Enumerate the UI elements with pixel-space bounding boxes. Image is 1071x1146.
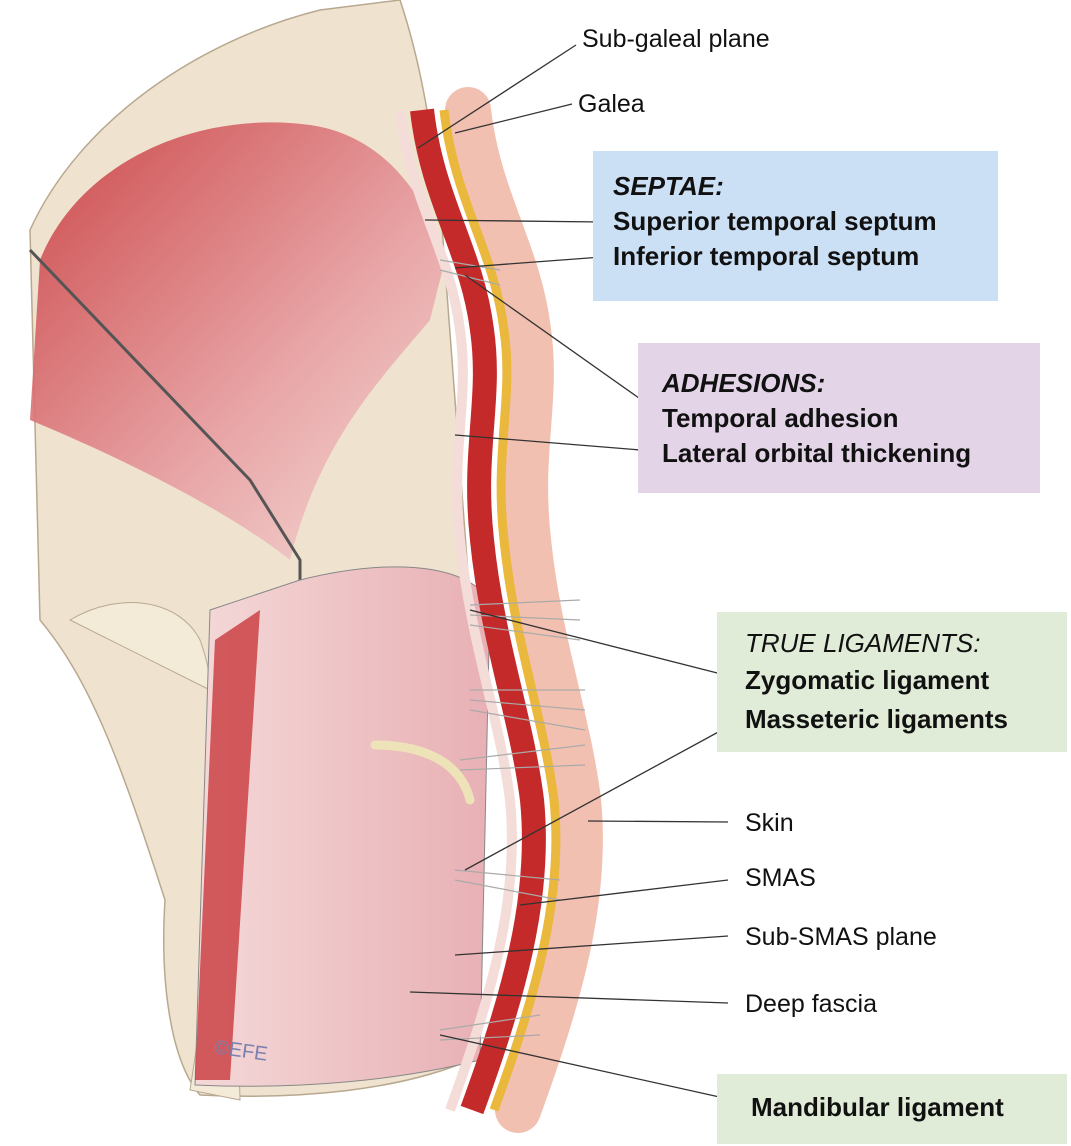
- label-sub-smas-plane: Sub-SMAS plane: [745, 923, 937, 951]
- true-ligaments-title: TRUE LIGAMENTS:: [745, 628, 981, 658]
- label-smas: SMAS: [745, 864, 816, 892]
- septae-item: Inferior temporal septum: [613, 241, 920, 271]
- true-ligaments-item: Zygomatic ligament: [745, 665, 990, 695]
- ligament-fibers: [439, 259, 586, 1041]
- true-ligaments-item: Masseteric ligaments: [745, 704, 1009, 734]
- mandibular-ligament-box: Mandibular ligament: [717, 1074, 1067, 1144]
- adhesions-box: ADHESIONS: Temporal adhesion Lateral orb…: [638, 343, 1040, 493]
- adhesions-item: Lateral orbital thickening: [662, 438, 972, 468]
- label-skin: Skin: [745, 809, 794, 837]
- label-sub-galeal-plane: Sub-galeal plane: [582, 25, 770, 53]
- true-ligaments-box: TRUE LIGAMENTS: Zygomatic ligament Masse…: [717, 612, 1067, 752]
- septae-item: Superior temporal septum: [613, 206, 937, 236]
- label-galea: Galea: [578, 90, 645, 118]
- temporalis-muscle: [30, 122, 445, 560]
- label-deep-fascia: Deep fascia: [745, 990, 878, 1018]
- adhesions-title: ADHESIONS:: [662, 368, 826, 398]
- nerve: [370, 740, 475, 805]
- septae-title: SEPTAE:: [613, 171, 724, 201]
- adhesions-item: Temporal adhesion: [662, 403, 899, 433]
- mandibular-ligament-label: Mandibular ligament: [751, 1092, 1004, 1122]
- leader-lines: [409, 44, 734, 1101]
- septae-box: SEPTAE: Superior temporal septum Inferio…: [593, 151, 998, 301]
